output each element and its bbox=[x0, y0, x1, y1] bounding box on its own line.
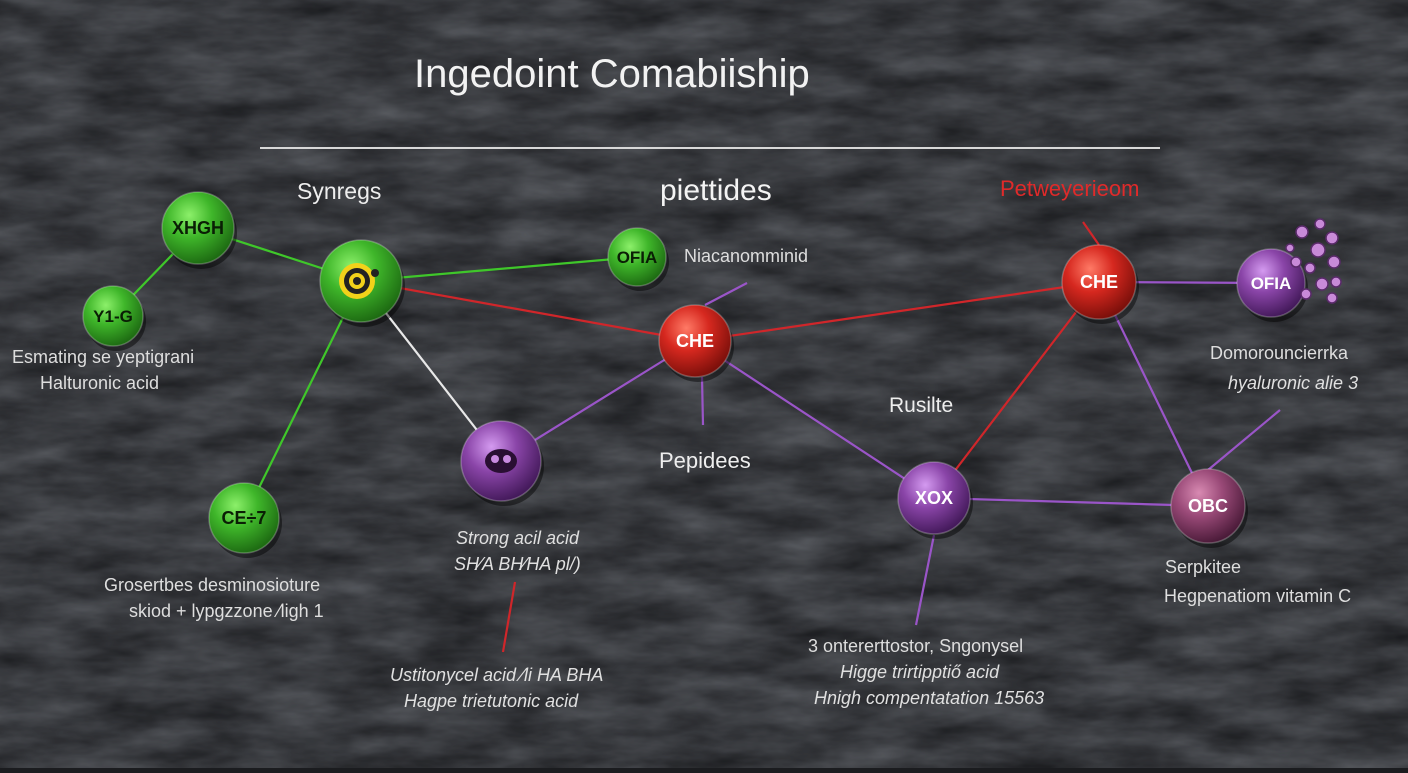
label-left-2: Halturonic acid bbox=[40, 373, 160, 393]
edge-stub-1 bbox=[501, 581, 517, 653]
node-circle bbox=[607, 227, 667, 287]
edge-stub-3 bbox=[1207, 409, 1281, 471]
node-label: CHE bbox=[1080, 272, 1118, 292]
edge-stub-5 bbox=[700, 376, 705, 426]
mask-icon bbox=[485, 449, 517, 473]
node-circle bbox=[161, 191, 235, 265]
label-right-1: Domorouncierrka bbox=[1210, 343, 1349, 363]
node-circle bbox=[208, 482, 280, 554]
node-target[interactable] bbox=[319, 239, 405, 327]
label-serp-1: Serpkitee bbox=[1165, 557, 1242, 577]
edge-stub-4 bbox=[704, 282, 748, 306]
label-bottom-2: Hagpe trietutonic acid bbox=[404, 691, 579, 711]
label-mid-2: Higge trirtipptiő acid bbox=[840, 662, 1000, 682]
edge-che_right-xox bbox=[933, 281, 1100, 499]
label-gro-1: Grosertbes desminosioture bbox=[104, 575, 321, 595]
node-yig[interactable]: Y1-G bbox=[82, 285, 146, 351]
particle-dot bbox=[1314, 218, 1326, 230]
node-label: OFIA bbox=[1251, 274, 1292, 293]
node-circle bbox=[658, 304, 732, 378]
node-label: XOX bbox=[915, 488, 953, 508]
particle-dot bbox=[1285, 243, 1295, 253]
particle-dots bbox=[1285, 218, 1342, 304]
heading-red: Petweyerieom bbox=[1000, 176, 1140, 201]
node-circle bbox=[1061, 244, 1137, 320]
node-label: OFIA bbox=[617, 248, 658, 267]
particle-dot bbox=[1327, 255, 1341, 269]
particle-dot bbox=[1315, 277, 1329, 291]
node-circle bbox=[82, 285, 144, 347]
edge-target-ofia bbox=[360, 255, 638, 283]
particle-dot bbox=[1290, 256, 1302, 268]
particle-dot bbox=[1325, 231, 1339, 245]
particle-dot bbox=[1304, 262, 1316, 274]
page-title: Ingedoint Comabiiship bbox=[414, 52, 810, 96]
edge-che_right-obc bbox=[1098, 281, 1209, 507]
particle-dot bbox=[1295, 225, 1309, 239]
heading-synergy: Synregs bbox=[297, 178, 382, 204]
nodes-layer: XHGH Y1-G OFIA CE÷7 CHE CHE XOX OFIA OBC bbox=[82, 191, 1308, 558]
label-bottom-1: Ustitonycel acid ⁄li HA BHA bbox=[390, 665, 604, 685]
edge-target-che_mid bbox=[360, 279, 696, 343]
target-icon bbox=[371, 269, 379, 277]
node-label: CHE bbox=[676, 331, 714, 351]
node-label: CE÷7 bbox=[222, 508, 267, 528]
label-mid-1: 3 ontererttostor, Sngonysel bbox=[808, 636, 1024, 656]
heading-peptides-top: piettides bbox=[660, 174, 772, 207]
edge-stub-2 bbox=[914, 534, 936, 626]
label-serp-2: Hegpenatiom vitamin C bbox=[1164, 586, 1352, 606]
edge-xox-obc bbox=[933, 496, 1209, 508]
node-mask[interactable] bbox=[460, 420, 544, 506]
mask-icon bbox=[491, 455, 499, 463]
node-obc[interactable]: OBC bbox=[1170, 468, 1248, 548]
target-icon bbox=[353, 277, 361, 285]
node-label: Y1-G bbox=[93, 307, 133, 326]
label-strong-2: SH⁄A BH⁄HA pl/) bbox=[454, 554, 581, 574]
node-label: OBC bbox=[1188, 496, 1228, 516]
heading-peptides-mid: Pepidees bbox=[659, 448, 751, 473]
particle-dot bbox=[1330, 276, 1342, 288]
edge-che_mid-che_right bbox=[694, 280, 1100, 343]
label-strong-1: Strong acil acid bbox=[456, 528, 580, 548]
label-gro-2: skiod + lypgzzone ⁄ligh 1 bbox=[129, 601, 324, 621]
node-ce7[interactable]: CE÷7 bbox=[208, 482, 282, 558]
label-niacinamide: Niacanomminid bbox=[684, 246, 809, 266]
particle-dot bbox=[1310, 242, 1326, 258]
node-label: XHGH bbox=[172, 218, 224, 238]
edge-stub-0 bbox=[1082, 221, 1100, 246]
heading-busile: Rusilte bbox=[889, 394, 954, 417]
particle-dot bbox=[1300, 288, 1312, 300]
node-circle bbox=[1236, 248, 1306, 318]
node-che_mid[interactable]: CHE bbox=[658, 304, 734, 382]
particle-dot bbox=[1326, 292, 1338, 304]
node-che_right[interactable]: CHE bbox=[1061, 244, 1139, 324]
edge-target-ce7 bbox=[243, 280, 362, 519]
label-right-2: hyaluronic alie 3 bbox=[1228, 373, 1359, 393]
node-xox[interactable]: XOX bbox=[897, 461, 973, 539]
node-circle bbox=[1170, 468, 1246, 544]
node-xhgh[interactable]: XHGH bbox=[161, 191, 237, 269]
mask-icon bbox=[503, 455, 511, 463]
label-mid-3: Hnigh compentatation 15563 bbox=[814, 688, 1045, 708]
edge-che_mid-xox bbox=[694, 340, 935, 499]
node-circle bbox=[897, 461, 971, 535]
label-left-1: Esmating se yeptigrani bbox=[12, 347, 195, 367]
node-ofia2[interactable]: OFIA bbox=[1236, 248, 1308, 322]
node-ofia[interactable]: OFIA bbox=[607, 227, 669, 291]
